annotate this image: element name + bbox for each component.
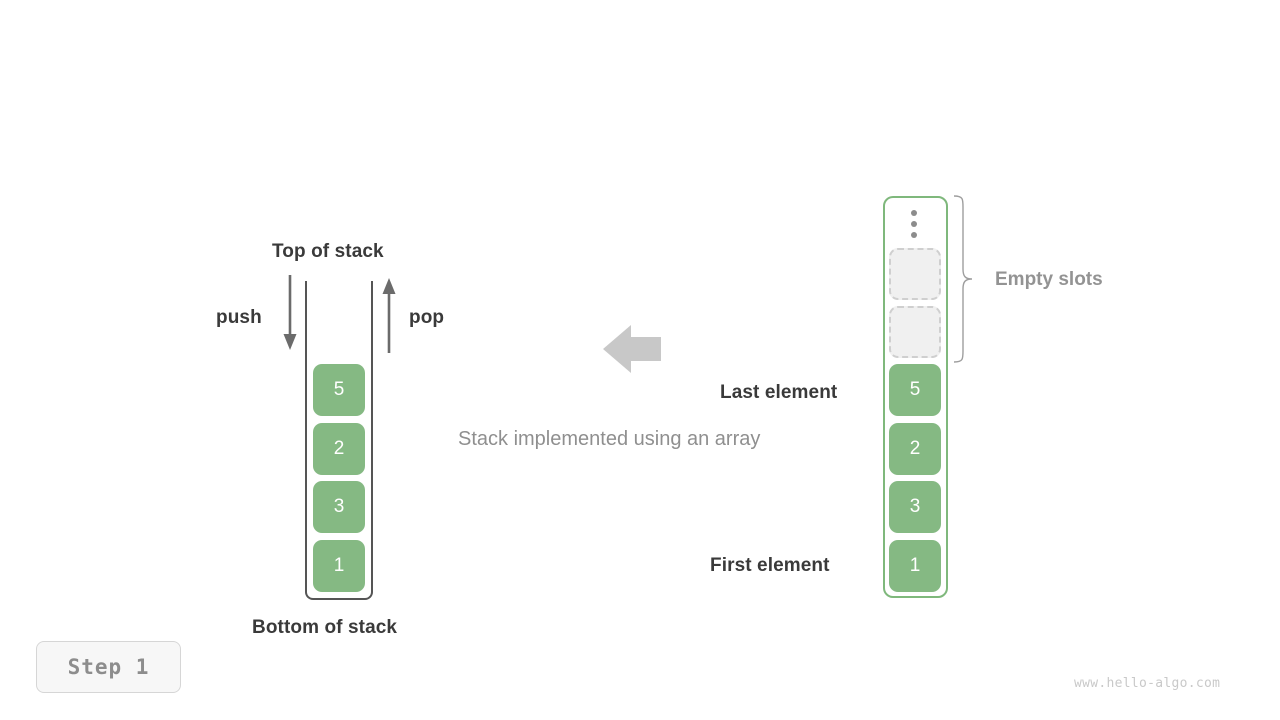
array-element: 2 bbox=[889, 423, 941, 475]
stack-element: 3 bbox=[313, 481, 365, 533]
stack-element: 5 bbox=[313, 364, 365, 416]
pop-label: pop bbox=[409, 307, 445, 328]
diagram-caption: Stack implemented using an array bbox=[458, 428, 761, 450]
empty-slot bbox=[889, 248, 941, 300]
step-badge: Step 1 bbox=[36, 641, 181, 693]
empty-slots-brace bbox=[953, 195, 973, 363]
push-arrow-icon bbox=[283, 275, 297, 350]
empty-slots-label: Empty slots bbox=[995, 269, 1103, 290]
array-element: 5 bbox=[889, 364, 941, 416]
bottom-of-stack-label: Bottom of stack bbox=[252, 617, 398, 638]
empty-slot bbox=[889, 306, 941, 358]
array-element: 1 bbox=[889, 540, 941, 592]
watermark: www.hello-algo.com bbox=[1074, 676, 1221, 691]
stack-element: 1 bbox=[313, 540, 365, 592]
pop-arrow-icon bbox=[382, 278, 396, 353]
push-label: push bbox=[216, 307, 262, 328]
first-element-label: First element bbox=[710, 555, 830, 576]
vertical-ellipsis-icon bbox=[908, 210, 920, 240]
top-of-stack-label: Top of stack bbox=[272, 241, 384, 262]
stack-element: 2 bbox=[313, 423, 365, 475]
left-arrow-icon bbox=[603, 325, 661, 373]
last-element-label: Last element bbox=[720, 382, 838, 403]
array-element: 3 bbox=[889, 481, 941, 533]
stack-container bbox=[305, 281, 373, 600]
